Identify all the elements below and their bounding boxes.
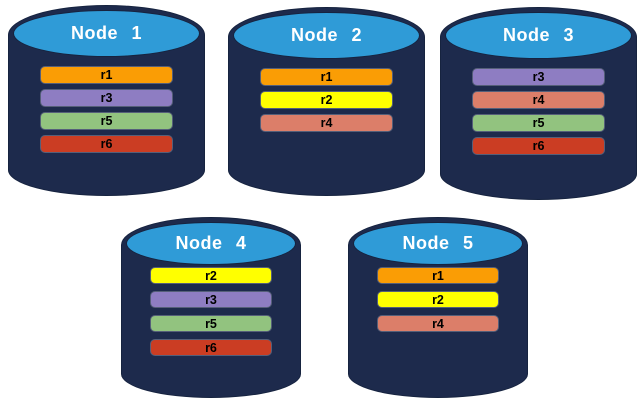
partition-bar-r5: r5 <box>472 115 605 131</box>
partition-bar-r1: r1 <box>40 67 173 83</box>
partition-bar-r3: r3 <box>40 90 173 106</box>
node-3-title: Node 3 <box>502 25 574 45</box>
partition-bar-r2: r2 <box>150 268 272 283</box>
node-3-cylinder: Node 3 r3 r4 r5 r6 <box>440 7 637 200</box>
node-1-cylinder: Node 1 r1 r3 r5 r6 <box>8 5 205 196</box>
node-2-cylinder: Node 2 r1 r2 r4 <box>228 7 425 196</box>
partition-bar-r1: r1 <box>260 69 393 85</box>
node-4-cylinder: Node 4 r2 r3 r5 r6 <box>121 217 301 398</box>
node-2-title: Node 2 <box>290 25 362 45</box>
node-5-cylinder: Node 5 r1 r2 r4 <box>348 217 528 398</box>
node-3-cap: Node 3 <box>445 12 632 59</box>
node-2-cap: Node 2 <box>233 12 420 59</box>
partition-bar-r3: r3 <box>472 69 605 85</box>
partition-bar-r2: r2 <box>260 92 393 108</box>
node-5-cap: Node 5 <box>353 222 523 265</box>
node-4-title: Node 4 <box>175 233 247 253</box>
node-1-cap: Node 1 <box>13 10 200 57</box>
partition-bar-r6: r6 <box>472 138 605 154</box>
partition-bar-r2: r2 <box>377 292 499 307</box>
node-3-partitions: r3 r4 r5 r6 <box>472 69 605 154</box>
partition-bar-r3: r3 <box>150 292 272 307</box>
node-1-title: Node 1 <box>70 23 142 43</box>
partition-bar-r1: r1 <box>377 268 499 283</box>
partition-bar-r5: r5 <box>150 316 272 331</box>
partition-bar-r6: r6 <box>150 340 272 355</box>
node-1-partitions: r1 r3 r5 r6 <box>40 67 173 152</box>
node-4-partitions: r2 r3 r5 r6 <box>150 268 272 355</box>
node-4-cap: Node 4 <box>126 222 296 265</box>
partition-bar-r5: r5 <box>40 113 173 129</box>
node-2-partitions: r1 r2 r4 <box>260 69 393 131</box>
partition-bar-r6: r6 <box>40 136 173 152</box>
partition-bar-r4: r4 <box>472 92 605 108</box>
node-5-title: Node 5 <box>402 233 474 253</box>
partition-bar-r4: r4 <box>260 115 393 131</box>
node-5-partitions: r1 r2 r4 <box>377 268 499 331</box>
partition-bar-r4: r4 <box>377 316 499 331</box>
